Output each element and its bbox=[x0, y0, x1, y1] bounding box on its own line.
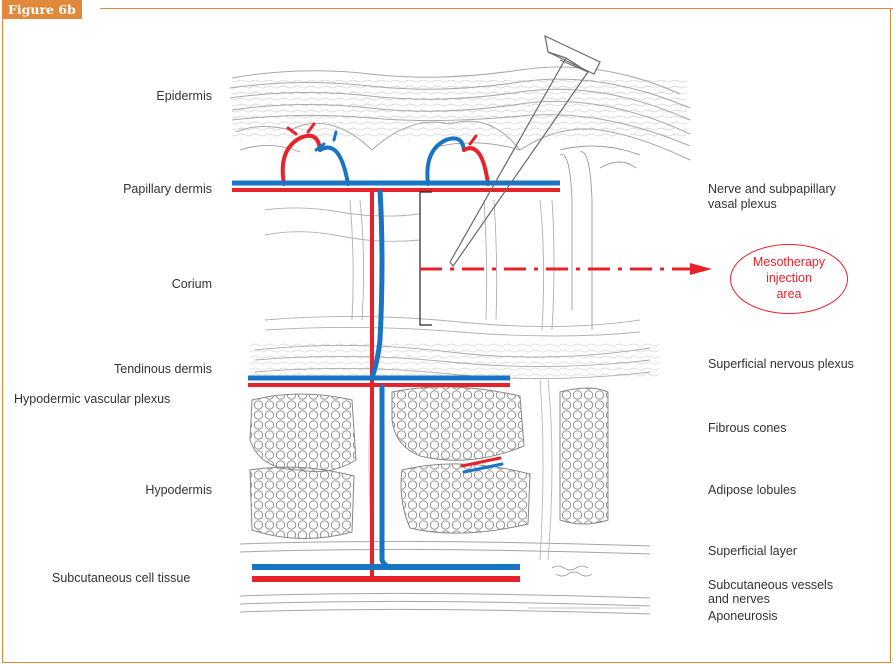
label-tendinous-dermis: Tendinous dermis bbox=[40, 362, 212, 377]
label-subcutaneous-cell-tissue: Subcutaneous cell tissue bbox=[52, 571, 232, 586]
label-subcutaneous-vessels-nerves: Subcutaneous vessels and nerves bbox=[708, 579, 888, 606]
papillary-dermis bbox=[240, 143, 640, 330]
label-hypodermic-vascular-plexus: Hypodermic vascular plexus bbox=[14, 392, 234, 407]
injection-arrow-head bbox=[690, 263, 712, 275]
label-papillary-dermis: Papillary dermis bbox=[60, 182, 212, 197]
label-superficial-nervous-plexus: Superficial nervous plexus bbox=[708, 357, 893, 372]
label-epidermis: Epidermis bbox=[80, 89, 212, 104]
label-aponeurosis: Aponeurosis bbox=[708, 609, 888, 624]
label-superficial-layer: Superficial layer bbox=[708, 544, 888, 559]
label-nerve-subpapillary-plexus: Nerve and subpapillary vasal plexus bbox=[708, 182, 888, 212]
label-hypodermis: Hypodermis bbox=[80, 483, 212, 498]
label-corium: Corium bbox=[80, 277, 212, 292]
epidermis-texture bbox=[232, 80, 687, 140]
injection-depth-bracket bbox=[420, 192, 432, 325]
nerve-tuft bbox=[552, 566, 592, 576]
mesotherapy-callout-text: Mesotherapy injection area bbox=[730, 254, 848, 302]
syringe-needle bbox=[450, 36, 600, 266]
adipose-lobules bbox=[250, 387, 608, 539]
hypodermic-vein bbox=[382, 385, 392, 568]
label-fibrous-cones: Fibrous cones bbox=[708, 421, 888, 436]
tendinous-texture bbox=[250, 340, 660, 380]
label-adipose-lobules: Adipose lobules bbox=[708, 483, 888, 498]
